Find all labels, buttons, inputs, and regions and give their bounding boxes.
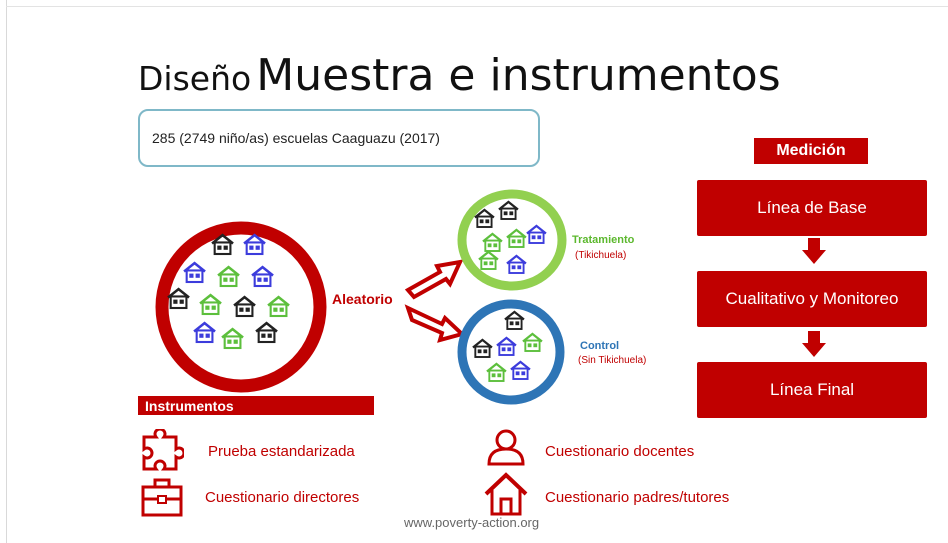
down-arrow-icon <box>802 238 826 264</box>
house-icon <box>506 254 527 274</box>
footer-url: www.poverty-action.org <box>404 515 540 530</box>
house-icon <box>167 287 190 310</box>
house-icon <box>267 295 290 318</box>
house-icon <box>255 321 278 344</box>
step-linea-base: Línea de Base <box>697 180 927 236</box>
title-small: Diseño <box>138 59 252 98</box>
house-icon <box>526 224 547 244</box>
step-cualitativo: Cualitativo y Monitoreo <box>697 271 927 327</box>
house-icon <box>233 295 256 318</box>
house-icon <box>506 228 527 248</box>
control-label: Control <box>580 340 620 352</box>
house-icon <box>482 232 503 252</box>
assignment-arrows <box>404 259 466 343</box>
house-icon <box>522 332 543 352</box>
population-houses <box>167 233 290 350</box>
population-circle <box>155 221 327 393</box>
house-icon <box>199 293 222 316</box>
down-arrow-icon <box>802 331 826 357</box>
control-houses <box>472 310 543 382</box>
control-sublabel: (Sin Tikichuela) <box>578 355 647 366</box>
slide-title: Diseño Muestra e instrumentos <box>138 54 781 98</box>
arrow-to-control-icon <box>404 304 466 343</box>
treatment-sublabel: (Tikichuela) <box>575 250 627 261</box>
title-big: Muestra e instrumentos <box>256 50 781 101</box>
house-icon <box>504 310 525 330</box>
house-icon <box>510 360 531 380</box>
treatment-houses <box>474 200 547 274</box>
sample-box: 285 (2749 niño/as) escuelas Caaguazu (20… <box>138 109 540 167</box>
sample-text: 285 (2749 niño/as) escuelas Caaguazu (20… <box>152 130 440 146</box>
house-icon <box>472 338 493 358</box>
random-label: Aleatorio <box>332 291 393 307</box>
inst-padres: Cuestionario padres/tutores <box>545 489 730 506</box>
house-icon <box>243 233 266 256</box>
house-icon <box>478 250 499 270</box>
instrumentos-title: Instrumentos <box>138 396 374 415</box>
house-icon <box>251 265 274 288</box>
arrow-to-treatment-icon <box>404 259 464 300</box>
inst-prueba: Prueba estandarizada <box>208 443 355 460</box>
house-icon <box>496 336 517 356</box>
house-icon <box>183 261 206 284</box>
slide-frame-left <box>6 0 7 543</box>
medicion-title: Medición <box>754 138 868 164</box>
house-icon <box>221 327 244 350</box>
puzzle-icon <box>142 429 184 471</box>
house-icon <box>486 362 507 382</box>
control-circle <box>457 299 565 405</box>
house-icon <box>211 233 234 256</box>
step-linea-final: Línea Final <box>697 362 927 418</box>
slide-frame-top <box>6 6 948 7</box>
house-icon <box>217 265 240 288</box>
inst-directores: Cuestionario directores <box>205 489 360 506</box>
house-icon <box>498 200 519 220</box>
person-icon <box>487 429 525 466</box>
inst-docentes: Cuestionario docentes <box>545 443 695 460</box>
treatment-circle <box>457 189 567 291</box>
house-icon <box>193 321 216 344</box>
house-icon <box>474 208 495 228</box>
treatment-label: Tratamiento <box>572 234 635 246</box>
home-icon <box>484 472 528 516</box>
briefcase-icon <box>141 478 183 517</box>
